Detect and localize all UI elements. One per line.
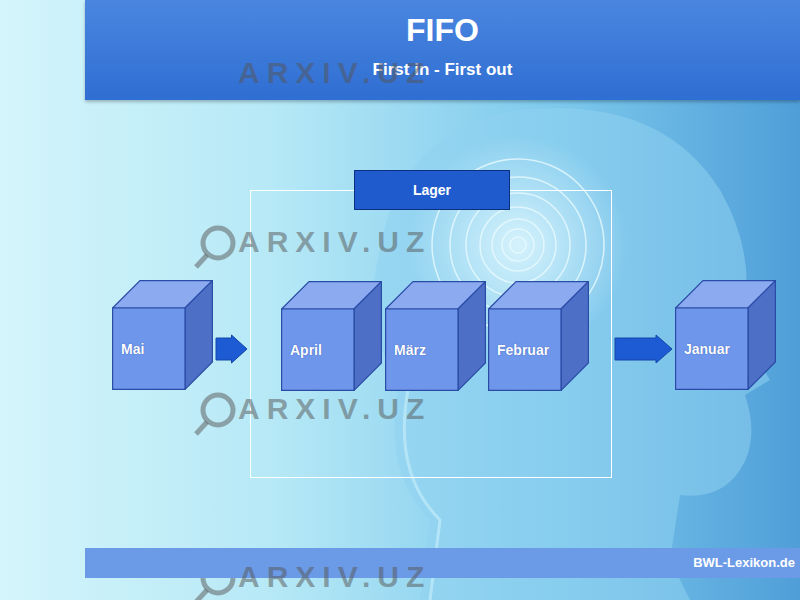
- cube-label: Februar: [497, 342, 549, 358]
- cube-shape: [385, 281, 486, 391]
- cube-label: April: [290, 342, 322, 358]
- watermark: ARXIV.UZ: [238, 560, 431, 594]
- cube-shape: [675, 280, 776, 390]
- flow-arrow: [615, 335, 672, 363]
- subtitle: First in - First out: [85, 60, 800, 80]
- title-text: FIFO: [85, 12, 800, 49]
- watermark: ARXIV.UZ: [238, 225, 431, 259]
- watermark: ARXIV.UZ: [238, 56, 431, 90]
- cube-shape: [488, 281, 589, 391]
- storage-heading: Lager: [354, 170, 510, 210]
- stock-cube: April: [281, 281, 382, 391]
- cube-label: Mai: [121, 341, 144, 357]
- cube-label: März: [394, 342, 426, 358]
- source-label: BWL-Lexikon.de: [693, 555, 795, 570]
- title-band: FIFO First in - First out: [85, 0, 800, 100]
- stock-cube: Mai: [112, 280, 213, 390]
- stock-cube: Februar: [488, 281, 589, 391]
- flow-arrow: [216, 335, 247, 363]
- stock-cube: März: [385, 281, 486, 391]
- cube-label: Januar: [684, 341, 730, 357]
- stock-cube: Januar: [675, 280, 776, 390]
- cube-shape: [281, 281, 382, 391]
- cube-shape: [112, 280, 213, 390]
- footer-band: BWL-Lexikon.de: [85, 548, 800, 578]
- watermark: ARXIV.UZ: [238, 392, 431, 426]
